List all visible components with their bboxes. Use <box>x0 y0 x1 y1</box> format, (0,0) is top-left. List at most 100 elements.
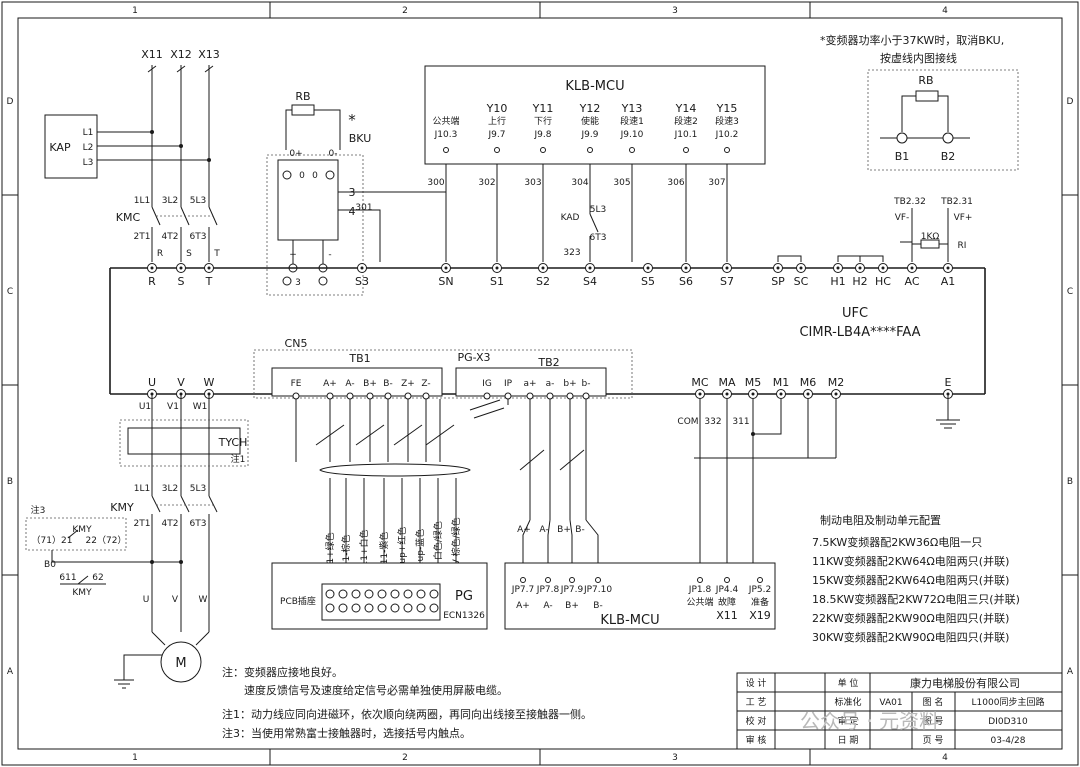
ufc-top-label-14: H2 <box>852 275 867 288</box>
bku-g3: 3 <box>295 278 301 288</box>
kmy-bottom-1: 2T1 <box>134 519 151 529</box>
cable-color-2: 11+白色 <box>358 530 370 567</box>
brake-line-1: 11KW变频器配2KW64Ω电阻两只(并联) <box>812 554 1009 568</box>
note-top-line1: *变频器功率小于37KW时，取消BKU, <box>820 33 1004 47</box>
mcu-w311: 311 <box>732 417 749 427</box>
supply-x13: X13 <box>198 48 220 61</box>
ufc-bottom-label-8: M2 <box>828 376 845 389</box>
kap-relay: KAP L1 L2 L3 <box>44 114 211 179</box>
mcu-top-desc-4: 段速1 <box>620 115 644 127</box>
mcu-top-wire-4: 305 <box>613 178 630 188</box>
encoder-cable: 1+绿色8b1-棕色8a11+白色7b11-紫色6a1up+红色3b1up-蓝色… <box>271 399 505 630</box>
tb-check: 校 对 <box>746 715 767 727</box>
ufc-top-label-16: AC <box>904 275 919 288</box>
ufc-bottom-label-9: E <box>945 376 952 389</box>
cable-color-3: 11-紫色 <box>378 532 390 565</box>
ufc-bottom-label-1: V <box>177 376 185 389</box>
ufc-top-label-0: R <box>148 275 156 288</box>
analog-res: 1KΩ <box>921 232 940 242</box>
cable-color-6: 0V 白色/绿色 <box>432 521 444 575</box>
ufc-top-label-12: SC <box>794 275 809 288</box>
tb-drawing-number: DI0D310 <box>988 717 1028 727</box>
tb-process: 工 艺 <box>746 697 767 708</box>
ufc-bottom-label-2: W <box>204 376 215 389</box>
mcu-top-desc-1: 上行 <box>488 115 506 127</box>
mcu-top-pin-3: J9.9 <box>581 130 599 140</box>
kad-label: KAD <box>561 213 580 223</box>
mcu-top-code-1: Y10 <box>486 102 508 115</box>
mcu-top-pin-4: J9.10 <box>620 130 644 140</box>
kmc-bottom-1: 2T1 <box>134 232 151 242</box>
motor-u1: U1 <box>139 402 151 412</box>
kmc-s: S <box>186 249 192 259</box>
mcu-top-code-5: Y14 <box>675 102 697 115</box>
frame-col-2-bottom: 2 <box>402 753 408 763</box>
kmc-bottom-3: 6T3 <box>190 232 207 242</box>
kmy-aux-label-2: KMY <box>72 588 92 598</box>
mcu-top-code-6: Y15 <box>716 102 738 115</box>
tb-number-label: 图 号 <box>923 716 944 727</box>
kmy-bottom-3: 6T3 <box>190 519 207 529</box>
supply-x11: X11 <box>141 48 163 61</box>
analog-vfm: VF- <box>895 213 910 223</box>
ufc-bottom-label-0: U <box>148 376 156 389</box>
ufc-title: UFC <box>842 306 868 321</box>
mcu-top-desc-6: 段速3 <box>715 115 739 127</box>
mcu-bottom-sig-1: A- <box>543 601 552 611</box>
tb2-term-3: a- <box>546 379 555 389</box>
kad-wire: 323 <box>563 248 580 258</box>
bku-brake-unit: RB * BKU 0+ 0- 0 0 3 4 301 + - 3 <box>266 90 446 296</box>
analog-ri: RI <box>958 241 967 251</box>
note-main: 注：变频器应接地良好。 <box>222 665 343 679</box>
tb1-term-2: A- <box>345 379 354 389</box>
mcu-top-wire-0: 300 <box>427 178 444 188</box>
mcu-bottom-right-pin-1: JP4.4 <box>715 585 739 595</box>
frame-col-4: 4 <box>942 6 948 16</box>
mcu-top-code-4: Y13 <box>621 102 643 115</box>
frame-col-1: 1 <box>132 6 138 16</box>
note-1: 注1：动力线应同向进磁环，依次顺向绕两圈，再同向出线接至接触器一侧。 <box>222 707 592 721</box>
kmy-bottom-2: 4T2 <box>162 519 179 529</box>
mcu-bottom-pin-0: JP7.7 <box>511 585 534 595</box>
frame-row-c-right: C <box>1067 287 1073 297</box>
mcu-bottom-right-pin-2: JP5.2 <box>748 585 771 595</box>
cable-color-1: 1-棕色 <box>340 535 352 562</box>
note-main-b: 速度反馈信号及速度给定信号必需单独使用屏蔽电缆。 <box>244 683 508 697</box>
bku-label: BKU <box>349 132 372 145</box>
mcu-bottom-sig-3: B- <box>593 601 602 611</box>
kap-label: KAP <box>49 141 71 154</box>
bku-t0a: 0 <box>299 171 305 181</box>
mcu-top-desc-0: 公共端 <box>432 115 459 127</box>
tb-design: 设 计 <box>746 677 767 689</box>
ufc-bottom-label-3: MC <box>691 376 708 389</box>
tb-name-label: 图 名 <box>923 696 944 708</box>
kap-l2: L2 <box>83 143 94 153</box>
mcu-top-wire-5: 306 <box>667 178 684 188</box>
analog-vfp: VF+ <box>954 213 973 223</box>
mcu-top-title: KLB-MCU <box>565 79 624 94</box>
mcu-bottom-pin-1: JP7.8 <box>536 585 560 595</box>
kmc-t: T <box>213 249 220 259</box>
tb-unit-label: 单 位 <box>838 677 859 689</box>
mcu-bottom-right-desc-2: 准备 <box>751 596 769 608</box>
kmy-label: KMY <box>110 501 134 514</box>
kmc-top-2: 3L2 <box>162 196 178 206</box>
cable-color-0: 1+绿色 <box>324 532 336 563</box>
tb-std-label: 标准化 <box>834 696 861 708</box>
note-top: *变频器功率小于37KW时，取消BKU, 按虚线内图接线 <box>820 33 1004 65</box>
pcb-pg: PG <box>455 589 473 604</box>
kmy-top-2: 3L2 <box>162 484 178 494</box>
mcu-bottom: KLB-MCU JP7.7A+JP7.8A-JP7.9B+JP7.10B- JP… <box>504 399 776 630</box>
tych-note1: 注1 <box>231 453 246 465</box>
bku-minus: - <box>328 250 331 260</box>
ufc-top-label-8: S5 <box>641 275 655 288</box>
mcu-top: KLB-MCU 公共端J10.3300Y10上行J9.7302Y11下行J9.8… <box>424 65 766 262</box>
frame-row-a: A <box>7 667 14 677</box>
tb2-term-1: IP <box>504 379 513 389</box>
tb-date-label: 日 期 <box>838 735 859 746</box>
mcu-top-pin-2: J9.8 <box>534 130 552 140</box>
tb2-signal-2: B+ <box>557 525 571 535</box>
